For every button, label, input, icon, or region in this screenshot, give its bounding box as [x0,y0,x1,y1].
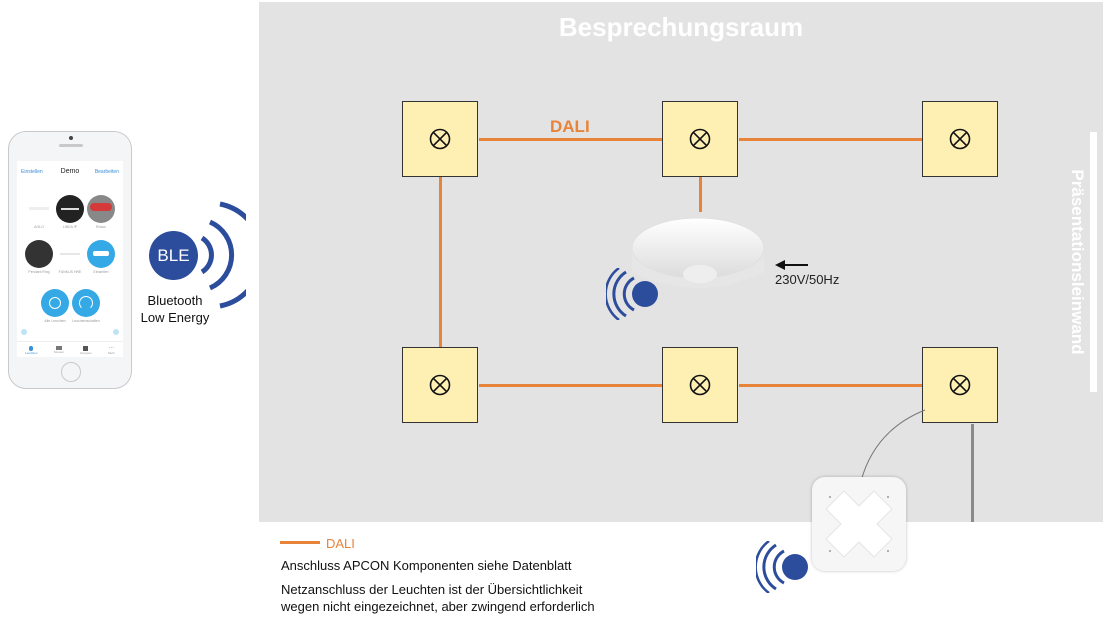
phone-tab-groups[interactable]: Gruppen [80,345,92,355]
phone-tile-label: Alle Leuchten [44,319,66,323]
dali-wire-bottom-right [739,384,923,387]
ble-caption-line1: Bluetooth [147,293,203,308]
phone-tile-aolo[interactable]: AOLO [25,195,53,229]
more-icon: ··· [108,344,114,351]
power-supply-label: 230V/50Hz [775,272,840,287]
phone-camera-dot [69,136,73,140]
lamp-symbol-icon [949,128,971,150]
phone-tile-linea[interactable]: LINEA IP [56,195,84,229]
dimmer-icon [79,296,93,310]
lamp-symbol-icon [689,128,711,150]
phone-tile-label: Pendant Ring [28,270,50,274]
bulb-icon [29,345,34,351]
phone-side-icon-left [21,329,27,335]
switch-wireless-waves-icon [756,541,785,593]
ble-wireless-waves-icon [200,201,246,309]
sensor-wireless-waves-icon [606,268,635,320]
phone-header-right[interactable]: Bearbeiten [94,169,119,175]
lamp-top-left [402,101,478,177]
phone-side-icon-right [113,329,119,335]
ceiling-sensor [631,217,765,288]
phone-speaker [59,144,83,147]
dali-wire-label: DALI [550,117,590,136]
smartphone: Einstellen Demo Bearbeiten AOLO LINEA IP… [8,131,132,389]
room-title: Besprechungsraum [558,12,804,42]
dali-wire-sensor [699,177,702,212]
phone-home-button[interactable] [61,362,81,382]
lamp-bottom-center [662,347,738,423]
power-icon [49,297,61,309]
presentation-screen [1090,132,1097,392]
lamp-top-center [662,101,738,177]
legend-note-apcon: Anschluss APCON Komponenten siehe Datenb… [281,558,572,573]
groups-icon [83,345,89,351]
ble-caption-line2: Low Energy [140,310,210,325]
wall-switch[interactable] [812,477,906,571]
legend-dali-label: DALI [326,536,355,551]
lamp-bottom-right [922,347,998,423]
phone-tile-funkus[interactable]: FUNKUS HRE [56,240,84,274]
lamp-symbol-icon [949,374,971,396]
phone-tile-lights-props[interactable]: Leuchtenschaften [72,289,100,323]
power-arrow-icon [775,260,808,270]
phone-tile-label: Rosso [96,225,106,229]
phone-header-left[interactable]: Einstellen [21,169,43,175]
phone-tab-more[interactable]: ··· Mehr [108,344,115,355]
phone-tab-scenes[interactable]: Szenen [54,346,64,354]
phone-tab-label: Szenen [53,350,64,354]
legend-note-power-line1: Netzanschluss der Leuchten ist der Übers… [281,582,583,597]
ble-caption: Bluetooth Low Energy [134,292,216,326]
phone-tile-pendant[interactable]: Pendant Ring [25,240,53,274]
ble-badge: BLE [149,231,198,280]
lamp-top-right [922,101,998,177]
phone-screen: Einstellen Demo Bearbeiten AOLO LINEA IP… [17,161,123,357]
phone-tile-label: Leuchtenschaften [72,319,100,323]
phone-tab-lights[interactable]: Leuchten [25,345,38,355]
presentation-screen-label: Präsentationsleinwand [1068,169,1087,355]
phone-tab-label: Mehr [108,350,115,355]
phone-tile-label: FUNKUS HRE [58,270,82,274]
lamp-bottom-left [402,347,478,423]
phone-tile-label: LINEA IP [62,225,78,229]
phone-tile-label: AOLO [34,225,44,229]
phone-tab-label: Gruppen [80,350,92,355]
phone-tile-rosso[interactable]: Rosso [87,195,115,229]
switch-connection-curve [860,409,926,482]
lamp-symbol-icon [429,128,451,150]
dali-wire-left-vertical [439,177,442,348]
switch-ble-dot [782,554,808,580]
phone-tile-einstellen[interactable]: Einstellen [87,240,115,274]
legend-dali-swatch [280,541,320,544]
switch-gray-cable [971,424,974,522]
lamp-symbol-icon [429,374,451,396]
phone-header-title: Demo [60,168,80,175]
switch-cross-icon [825,490,893,558]
phone-tab-label: Leuchten [25,350,38,355]
phone-tabbar: Leuchten Szenen Gruppen ··· Mehr [17,341,123,358]
legend-note-power-line2: wegen nicht eingezeichnet, aber zwingend… [281,599,595,614]
phone-tile-all-lights[interactable]: Alle Leuchten [41,289,69,323]
dali-wire-bottom-left [479,384,663,387]
dali-wire-top-right [739,138,923,141]
scenes-icon [55,346,62,350]
phone-tile-label: Einstellen [93,270,109,274]
dali-wire-top-left [479,138,663,141]
lamp-symbol-icon [689,374,711,396]
sensor-ble-dot [632,281,658,307]
